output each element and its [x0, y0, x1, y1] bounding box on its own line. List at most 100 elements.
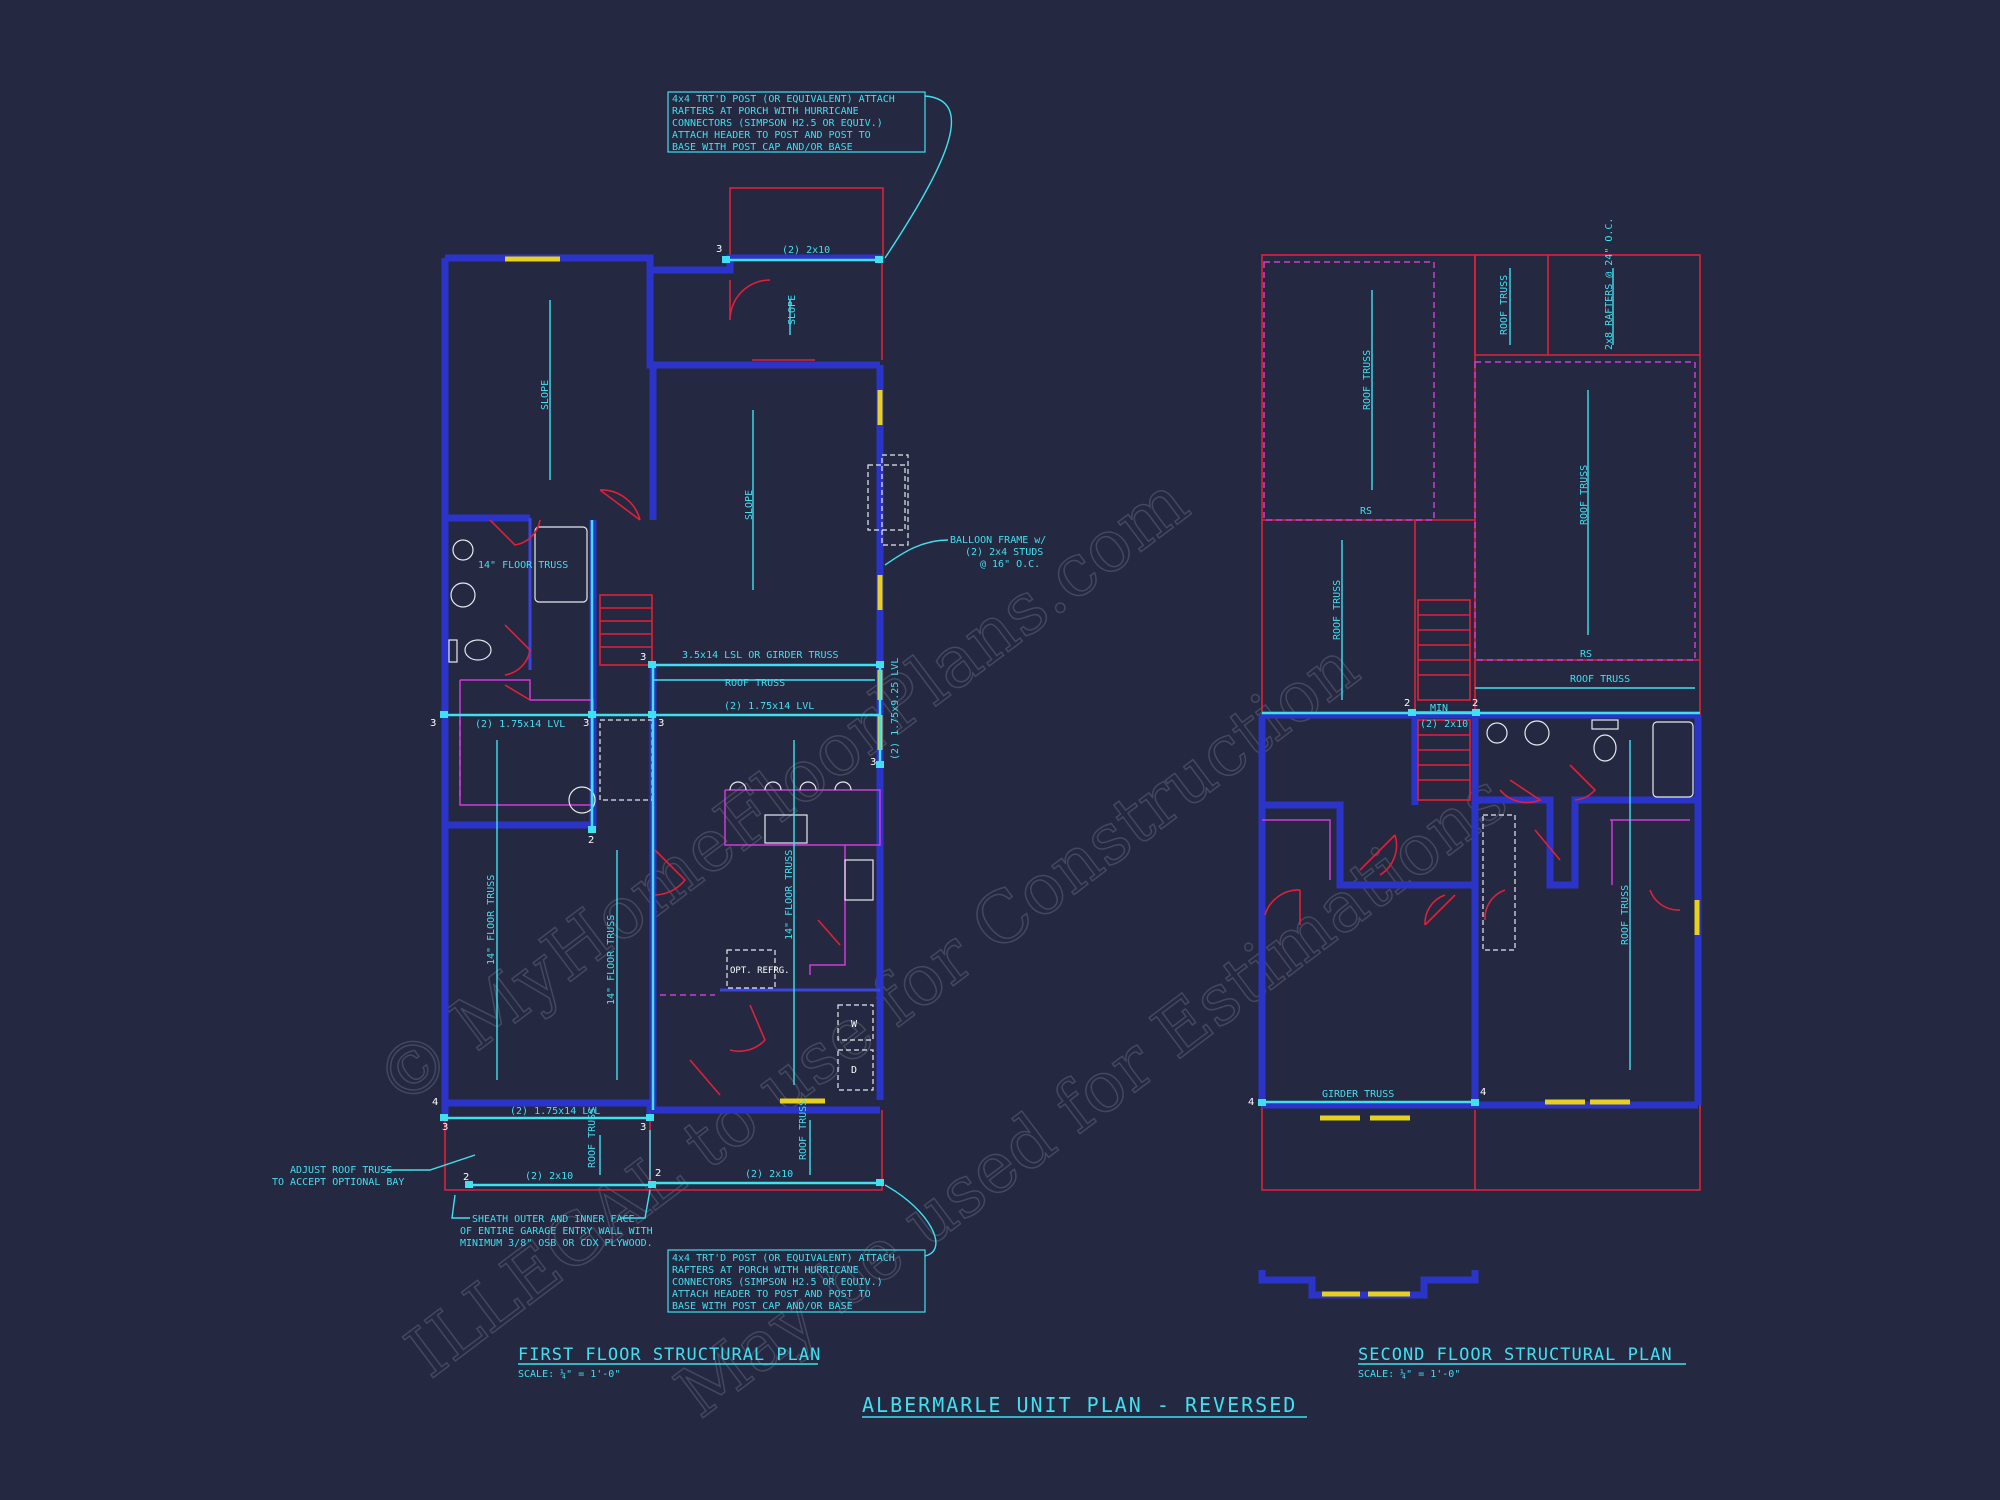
label-floor-truss-kitchen: 14" FLOOR TRUSS: [784, 850, 795, 940]
hall-dashed: [1482, 814, 1516, 951]
sheet-title: ALBERMARLE UNIT PLAN - REVERSED: [862, 1393, 1297, 1417]
water-heater-fixture: [568, 786, 596, 814]
callout-top: 4x4 TRT'D POST (OR EQUIVALENT) ATTACH RA…: [667, 91, 953, 259]
balloon-line-2: (2) 2x4 STUDS: [965, 547, 1043, 558]
callout-sheath: SHEATH OUTER AND INNER FACE OF ENTIRE GA…: [451, 1189, 653, 1249]
callout-bottom-line-5: BASE WITH POST CAP AND/OR BASE: [672, 1301, 853, 1312]
marker-2f-d: 4: [1480, 1087, 1486, 1098]
label-2f-header: (2) 2x10: [1420, 719, 1468, 730]
marker-lvl-mid: 3: [583, 718, 589, 729]
roof-dashed-left: [1263, 261, 1435, 521]
label-lvl-garage: (2) 1.75x14 LVL: [510, 1106, 600, 1117]
label-2f-rafters: 2x8 RAFTERS @ 24" O.C.: [1604, 218, 1615, 350]
washer-fixture: [837, 1004, 874, 1041]
marker-2f-a: 2: [1404, 698, 1410, 709]
label-rs-right: RS: [1580, 649, 1592, 660]
opt-refrigerator: [726, 949, 776, 989]
porch-bottom-outline: [444, 1110, 883, 1191]
label-bottom-2x10-right: (2) 2x10: [745, 1169, 793, 1180]
wall-2f-closet: [1262, 801, 1475, 889]
label-lvl-main-right: (2) 1.75x14 LVL: [724, 701, 814, 712]
marker-lvl-left: 3: [430, 718, 436, 729]
label-roof-truss-bay: ROOF TRUSS: [587, 1108, 598, 1168]
kitchen-counter: [724, 789, 881, 846]
marker-top: 3: [716, 244, 722, 255]
first-floor-stairs: [599, 594, 653, 666]
second-floor-title: SECOND FLOOR STRUCTURAL PLAN: [1358, 1345, 1673, 1365]
marker-bay: 2: [463, 1172, 469, 1183]
marker-side: 3: [870, 757, 876, 768]
label-slope-3: SLOPE: [787, 295, 798, 325]
bay-window-outline: [1258, 1270, 1479, 1299]
tub-fixture: [534, 526, 588, 603]
wall-foyer: [646, 258, 880, 369]
second-floor-plan: 2 2 4 4 ROOF TRUSS ROOF TRUSS 2x8 RAFTER…: [1248, 218, 1702, 1380]
label-2f-roof-truss-5: ROOF TRUSS: [1620, 885, 1631, 945]
marker-garage-3: 3: [640, 1122, 646, 1133]
sheath-line-3: MINIMUM 3/8" OSB OR CDX PLYWOOD.: [460, 1238, 653, 1249]
label-slope-2: SLOPE: [744, 490, 755, 520]
marker-porch: 2: [655, 1168, 661, 1179]
label-floor-truss-bath: 14" FLOOR TRUSS: [478, 560, 568, 571]
callout-bottom-line-4: ATTACH HEADER TO POST AND POST TO: [672, 1289, 871, 1300]
callout-bottom-line-1: 4x4 TRT'D POST (OR EQUIVALENT) ATTACH: [672, 1253, 895, 1264]
callout-balloon: BALLOON FRAME w/ (2) 2x4 STUDS @ 16" O.C…: [884, 535, 1046, 570]
label-opt-refrg: OPT. REFRG.: [730, 966, 790, 976]
label-2f-roof-truss-4: ROOF TRUSS: [1332, 580, 1343, 640]
marker-2f-b: 2: [1472, 698, 1478, 709]
label-lsl: 3.5x14 LSL OR GIRDER TRUSS: [682, 650, 839, 661]
toilet-2f: [1593, 734, 1617, 762]
marker-garage: 4: [432, 1097, 438, 1108]
fan-2f: [1524, 720, 1550, 746]
dryer-fixture: [837, 1049, 874, 1091]
kitchen-sink: [764, 814, 808, 844]
post-markers-first: [440, 256, 884, 1188]
callout-adjust: ADJUST ROOF TRUSS TO ACCEPT OPTIONAL BAY: [272, 1154, 476, 1188]
toilet-fixture: [464, 639, 492, 661]
toilet-tank: [448, 639, 458, 663]
marker-stair: 2: [588, 835, 594, 846]
toilet-2f-tank: [1591, 719, 1619, 730]
range-fixture: [844, 859, 874, 901]
label-lvl-main-left: (2) 1.75x14 LVL: [475, 719, 565, 730]
marker-2f-c: 4: [1248, 1097, 1254, 1108]
first-floor-doors: [489, 279, 841, 1096]
barstools: [729, 781, 852, 791]
closet-2f-left: [1262, 819, 1331, 880]
label-2f-roof-truss-6: ROOF TRUSS: [1570, 674, 1630, 685]
sheath-line-1: SHEATH OUTER AND INNER FACE: [472, 1214, 635, 1225]
sheath-line-2: OF ENTIRE GARAGE ENTRY WALL WITH: [460, 1226, 653, 1237]
callout-top-line-4: ATTACH HEADER TO POST AND POST TO: [672, 130, 871, 141]
adjust-line-1: ADJUST ROOF TRUSS: [290, 1165, 392, 1176]
callout-top-line-5: BASE WITH POST CAP AND/OR BASE: [672, 142, 853, 153]
label-girder-truss: GIRDER TRUSS: [1322, 1089, 1394, 1100]
label-bottom-2x10-left: (2) 2x10: [525, 1171, 573, 1182]
span-arrows-second: [1341, 268, 1631, 1070]
label-dryer: D: [851, 1065, 857, 1076]
label-slope-1: SLOPE: [540, 380, 551, 410]
post-markers-second: [1258, 709, 1480, 1106]
wall-2f-bath: [1475, 796, 1698, 889]
span-arrows-first: [496, 300, 811, 1175]
second-floor-scale: SCALE: ¼" = 1'-0": [1358, 1368, 1460, 1380]
watermark-line-1: © MyHomeFloorPlans.com: [360, 459, 1204, 1124]
first-floor-plan: 3 3 3 3 3 3 2 4 3 3 2 2 (2) 2x10 SLOPE S…: [272, 91, 1046, 1380]
callout-top-line-2: RAFTERS AT PORCH WITH HURRICANE: [672, 106, 859, 117]
balloon-line-3: @ 16" O.C.: [980, 559, 1040, 570]
fireplace-insert: [867, 464, 906, 531]
marker-lvl-mid2: 3: [658, 718, 664, 729]
label-washer: W: [851, 1019, 858, 1030]
kitchen-side-counter: [809, 845, 846, 975]
callout-bottom: 4x4 TRT'D POST (OR EQUIVALENT) ATTACH RA…: [667, 1184, 937, 1313]
marker-garage-2: 3: [442, 1122, 448, 1133]
callout-top-line-3: CONNECTORS (SIMPSON H2.5 OR EQUIV.): [672, 118, 883, 129]
fan-fixture: [450, 582, 476, 608]
second-floor-doors: [1264, 764, 1681, 926]
first-floor-title: FIRST FLOOR STRUCTURAL PLAN: [518, 1345, 821, 1365]
balloon-line-1: BALLOON FRAME w/: [950, 535, 1046, 546]
callout-bottom-line-2: RAFTERS AT PORCH WITH HURRICANE: [672, 1265, 859, 1276]
marker-lsl: 3: [640, 652, 646, 663]
fireplace-outline: [881, 454, 909, 546]
stair-below-dashed: [599, 719, 653, 801]
